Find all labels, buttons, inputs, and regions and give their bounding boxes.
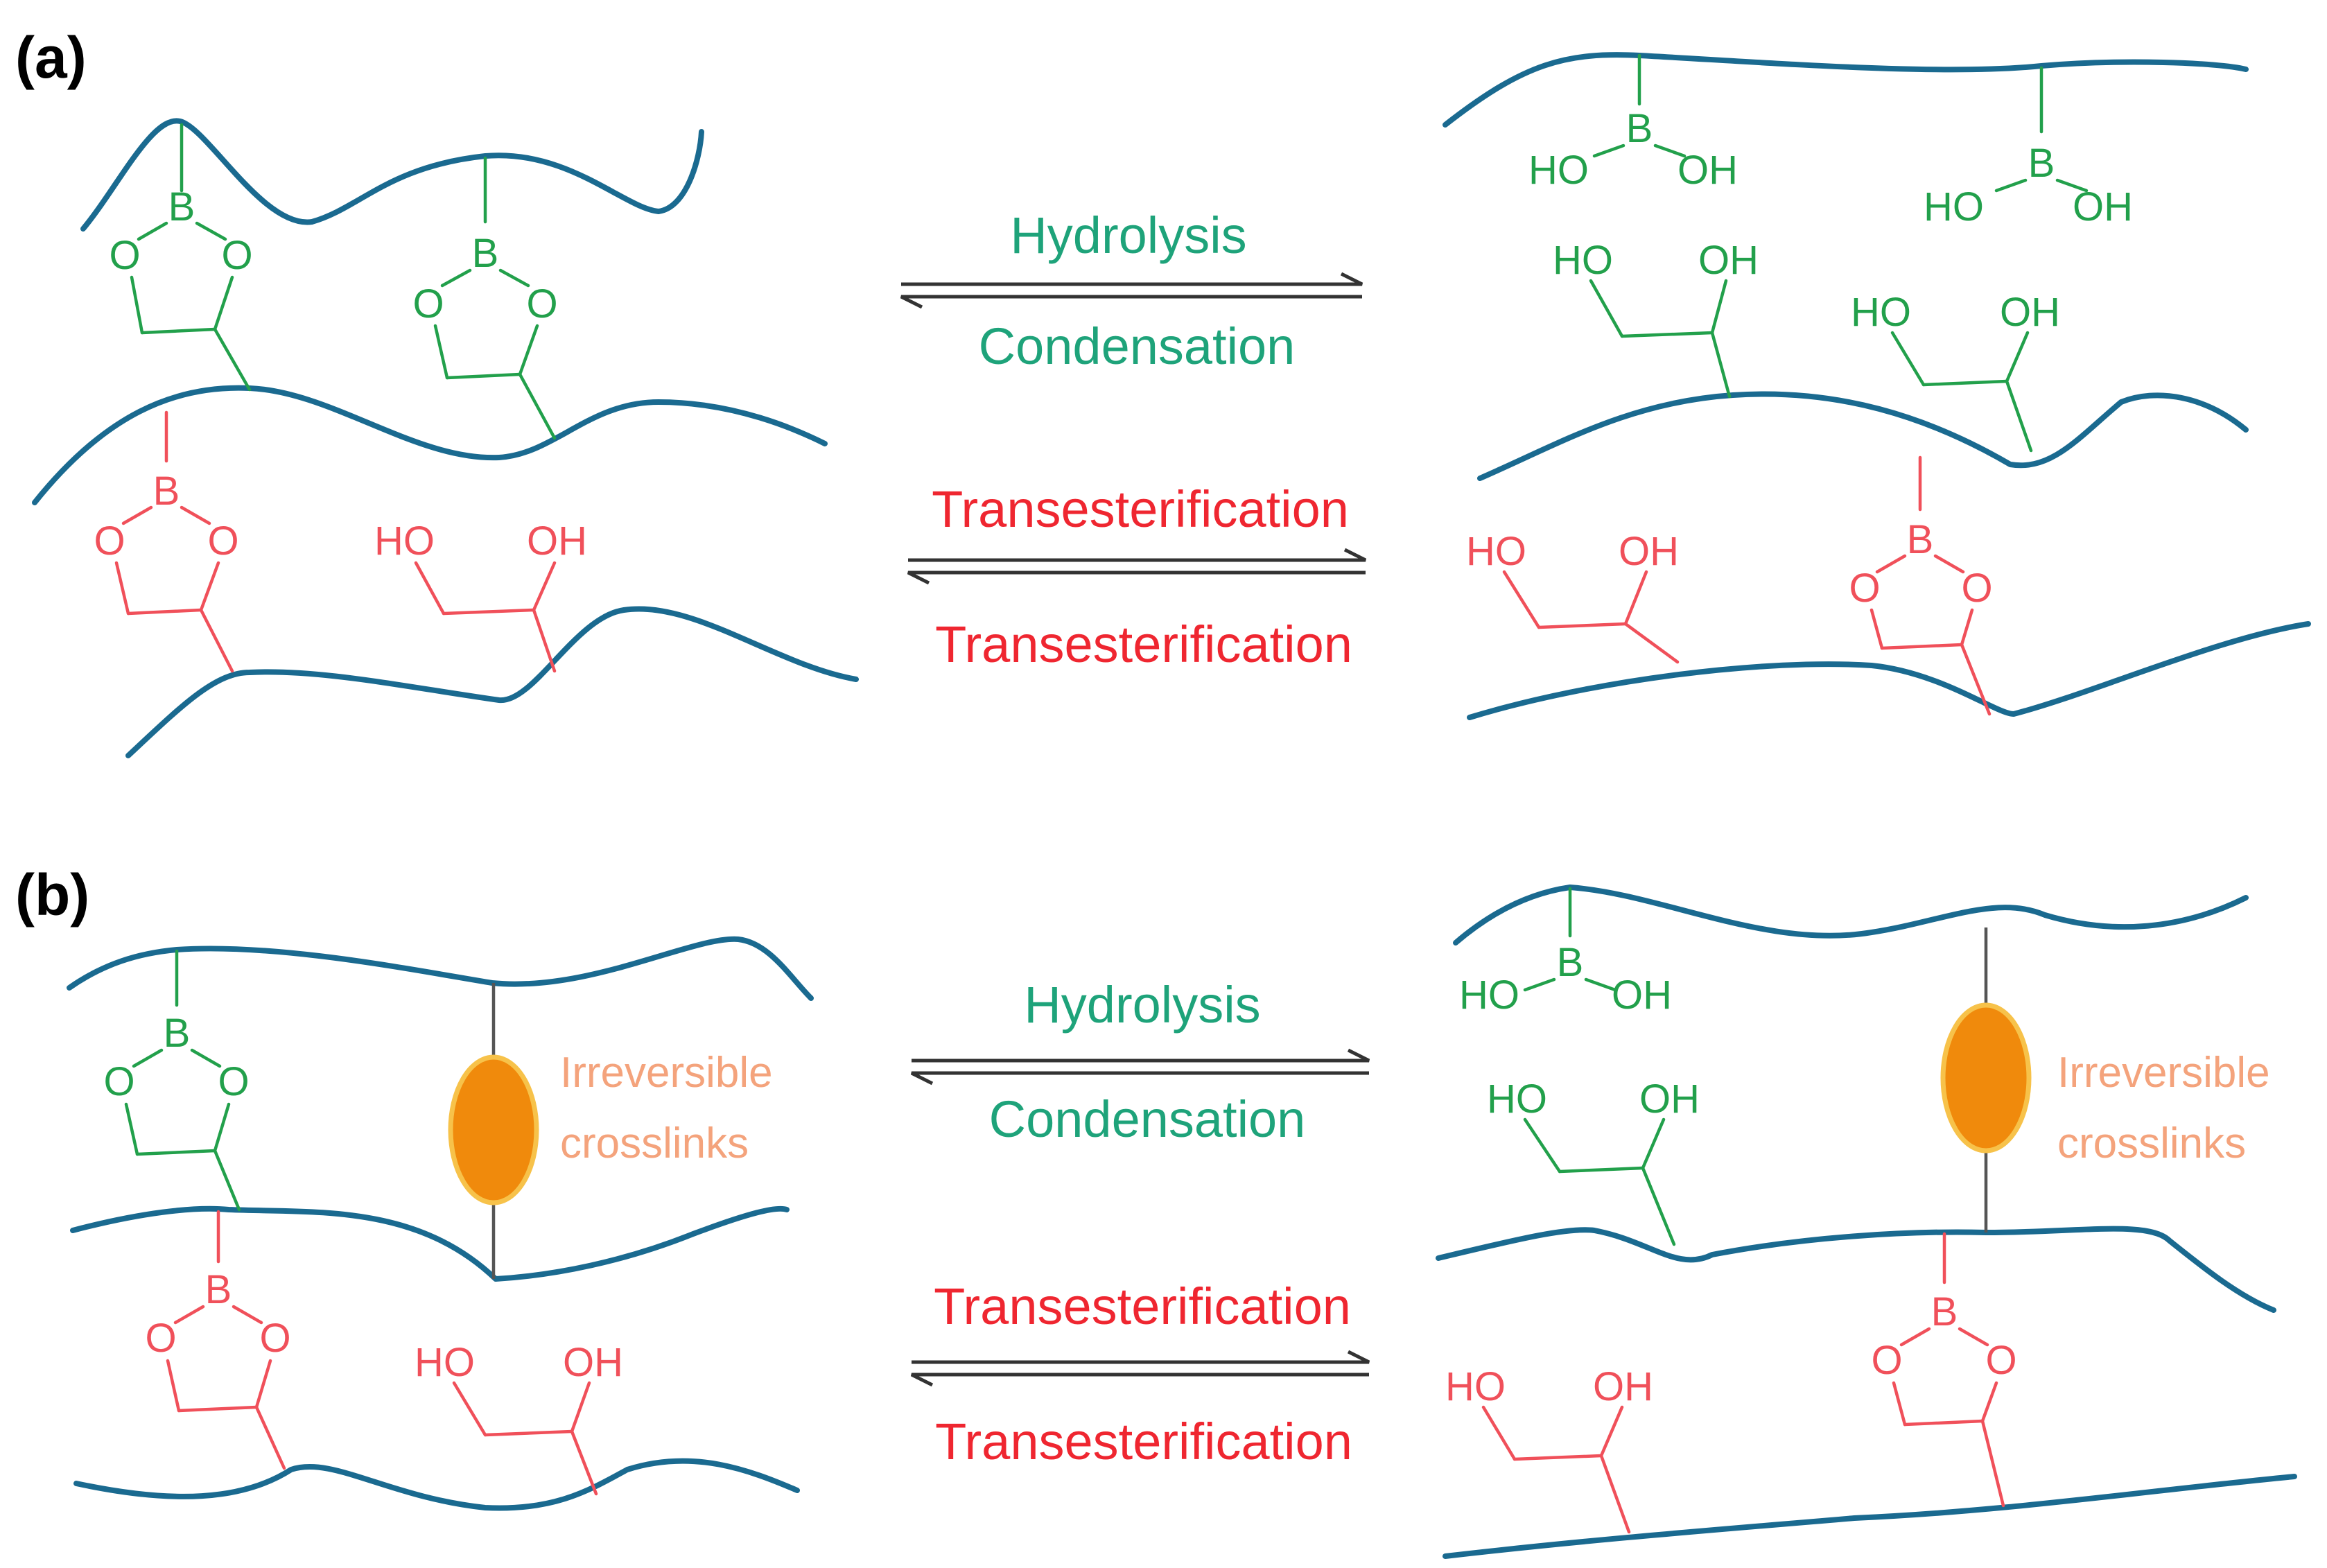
polymer-chain xyxy=(1467,621,2311,720)
svg-text:HO: HO xyxy=(1466,529,1526,574)
boronic-ester-red: B O O xyxy=(1849,455,1993,716)
svg-text:OH: OH xyxy=(1593,1364,1653,1409)
svg-text:O: O xyxy=(145,1316,176,1361)
polymer-chain xyxy=(125,606,859,758)
diol-red: HO OH xyxy=(374,519,587,673)
svg-text:OH: OH xyxy=(527,519,587,564)
boronic-acid-green: B HO OH xyxy=(1459,887,1672,1018)
diol-red: HO OH xyxy=(1466,529,1680,664)
svg-text:OH: OH xyxy=(1612,973,1672,1018)
diol-red: HO OH xyxy=(1445,1364,1653,1534)
polymer-chain xyxy=(1443,1474,2297,1559)
svg-text:HO: HO xyxy=(1445,1364,1506,1409)
svg-text:HO: HO xyxy=(415,1340,475,1385)
svg-text:O: O xyxy=(218,1059,249,1104)
svg-text:O: O xyxy=(526,281,557,326)
crosslink-node xyxy=(448,1054,539,1205)
reaction-label-transesterification: Transesterification xyxy=(934,1278,1351,1335)
svg-text:O: O xyxy=(1985,1338,2016,1383)
crosslink-label-line2: crosslinks xyxy=(2057,1120,2246,1167)
svg-text:B: B xyxy=(2028,141,2055,186)
polymer-chain xyxy=(67,936,814,1001)
diol-green: HO OH xyxy=(1553,238,1759,399)
svg-text:O: O xyxy=(1871,1338,1902,1383)
svg-text:OH: OH xyxy=(1639,1077,1700,1122)
svg-text:HO: HO xyxy=(1528,148,1589,193)
reaction-label-condensation: Condensation xyxy=(979,317,1296,375)
irreversible-crosslink xyxy=(448,983,539,1279)
svg-text:O: O xyxy=(109,233,140,278)
svg-text:HO: HO xyxy=(1553,238,1613,283)
svg-text:B: B xyxy=(164,1011,191,1056)
svg-text:B: B xyxy=(1557,940,1584,985)
polymer-chain xyxy=(32,385,828,505)
svg-text:B: B xyxy=(1626,106,1653,151)
equilibrium-arrow xyxy=(910,1350,1370,1387)
svg-text:HO: HO xyxy=(1487,1077,1547,1122)
boronic-ester-red: B O O xyxy=(1871,1232,2017,1508)
crosslink-label-line1: Irreversible xyxy=(2057,1049,2270,1097)
boronic-ester-red: B O O xyxy=(94,410,239,673)
polymer-chain xyxy=(1436,1226,2276,1313)
polymer-chain xyxy=(1443,52,2249,128)
irreversible-crosslink xyxy=(1940,927,2032,1232)
diol-green: HO OH xyxy=(1851,290,2060,453)
svg-text:OH: OH xyxy=(1698,238,1759,283)
boronic-acid-green: B HO OH xyxy=(1924,66,2133,229)
svg-text:O: O xyxy=(1849,566,1880,611)
reaction-label-transesterification: Transesterification xyxy=(932,480,1349,538)
crosslink-node xyxy=(1940,1002,2032,1153)
svg-text:HO: HO xyxy=(1459,973,1519,1018)
svg-text:O: O xyxy=(221,233,252,278)
polymer-chain xyxy=(73,1458,800,1511)
polymer-chain xyxy=(1453,885,2249,946)
svg-text:OH: OH xyxy=(2000,290,2060,335)
boronic-ester-red: B O O xyxy=(145,1210,291,1470)
svg-text:O: O xyxy=(259,1316,290,1361)
polymer-chain xyxy=(1477,391,2249,481)
svg-text:B: B xyxy=(1931,1289,1958,1334)
svg-text:OH: OH xyxy=(1619,529,1679,574)
panel-a-label: (a) xyxy=(15,25,87,90)
crosslink-label-line1: Irreversible xyxy=(560,1049,773,1097)
reaction-label-hydrolysis: Hydrolysis xyxy=(1024,976,1260,1034)
boronic-ester-green: B O O xyxy=(103,949,250,1212)
crosslink-label-line2: crosslinks xyxy=(560,1120,749,1167)
polymer-chain xyxy=(70,1205,790,1282)
svg-text:B: B xyxy=(153,469,180,514)
svg-text:HO: HO xyxy=(1851,290,1911,335)
boronic-acid-green: B HO OH xyxy=(1528,53,1738,193)
svg-text:B: B xyxy=(1907,517,1934,562)
polymer-chain xyxy=(80,118,704,232)
boronic-ester-green: B O O xyxy=(109,123,253,392)
equilibrium-arrow xyxy=(900,272,1363,309)
svg-text:B: B xyxy=(205,1267,232,1312)
reaction-label-transesterification: Transesterification xyxy=(935,616,1352,673)
diol-red: HO OH xyxy=(415,1340,623,1496)
reaction-label-hydrolysis: Hydrolysis xyxy=(1010,207,1246,264)
svg-text:O: O xyxy=(103,1059,134,1104)
svg-text:OH: OH xyxy=(2073,184,2133,229)
panel-b-label: (b) xyxy=(15,862,89,927)
reaction-label-transesterification: Transesterification xyxy=(935,1413,1352,1470)
equilibrium-arrow xyxy=(907,548,1367,585)
svg-text:OH: OH xyxy=(563,1340,623,1385)
svg-text:HO: HO xyxy=(1924,184,1984,229)
equilibrium-arrow xyxy=(910,1048,1370,1086)
svg-text:O: O xyxy=(207,519,238,564)
svg-text:O: O xyxy=(1961,566,1992,611)
svg-text:HO: HO xyxy=(374,519,435,564)
diol-green: HO OH xyxy=(1487,1077,1700,1246)
svg-text:B: B xyxy=(168,184,195,229)
svg-text:O: O xyxy=(412,281,444,326)
boronic-ester-green: B O O xyxy=(412,156,558,440)
svg-text:OH: OH xyxy=(1677,148,1738,193)
svg-text:B: B xyxy=(472,231,499,276)
reaction-label-condensation: Condensation xyxy=(989,1090,1306,1148)
svg-text:O: O xyxy=(94,519,125,564)
